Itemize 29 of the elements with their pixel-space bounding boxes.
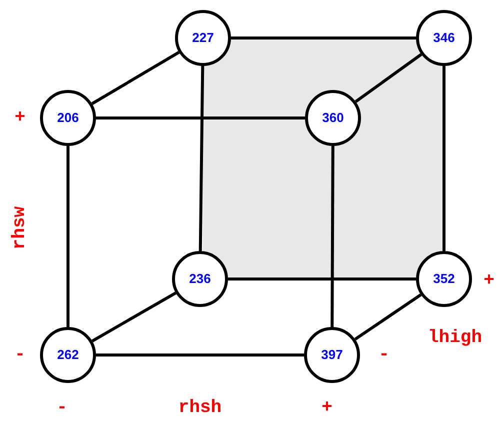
axis-label: - (56, 399, 68, 417)
connector-line (96, 116, 305, 120)
connector-line (231, 36, 416, 40)
connector-line (354, 293, 422, 341)
axis-label: - (378, 346, 390, 364)
node-number: 262 (57, 346, 79, 364)
node-number: 352 (433, 270, 455, 288)
connector-line (442, 66, 446, 251)
connector-line (330, 146, 334, 327)
node-number: 227 (192, 29, 214, 48)
connector-line (66, 146, 70, 327)
node-number: 346 (433, 29, 455, 48)
axis-label: + (322, 399, 332, 417)
node-number: 236 (189, 270, 211, 288)
connector-line (228, 278, 416, 280)
axis-label: + (484, 272, 494, 290)
axis-label: rhsh (178, 399, 222, 417)
axis-label: - (14, 346, 26, 364)
node-number: 360 (322, 109, 344, 128)
connector-line (354, 53, 422, 103)
node-number: 397 (321, 346, 343, 364)
connector-line (92, 292, 176, 342)
connector-line (96, 354, 304, 356)
connector-line (198, 66, 204, 252)
axis-label: + (14, 109, 26, 127)
axis-label: rhsw (11, 206, 29, 250)
connector-line (91, 50, 180, 106)
axis-label: lhigh (428, 329, 482, 347)
node-number: 206 (57, 109, 79, 128)
